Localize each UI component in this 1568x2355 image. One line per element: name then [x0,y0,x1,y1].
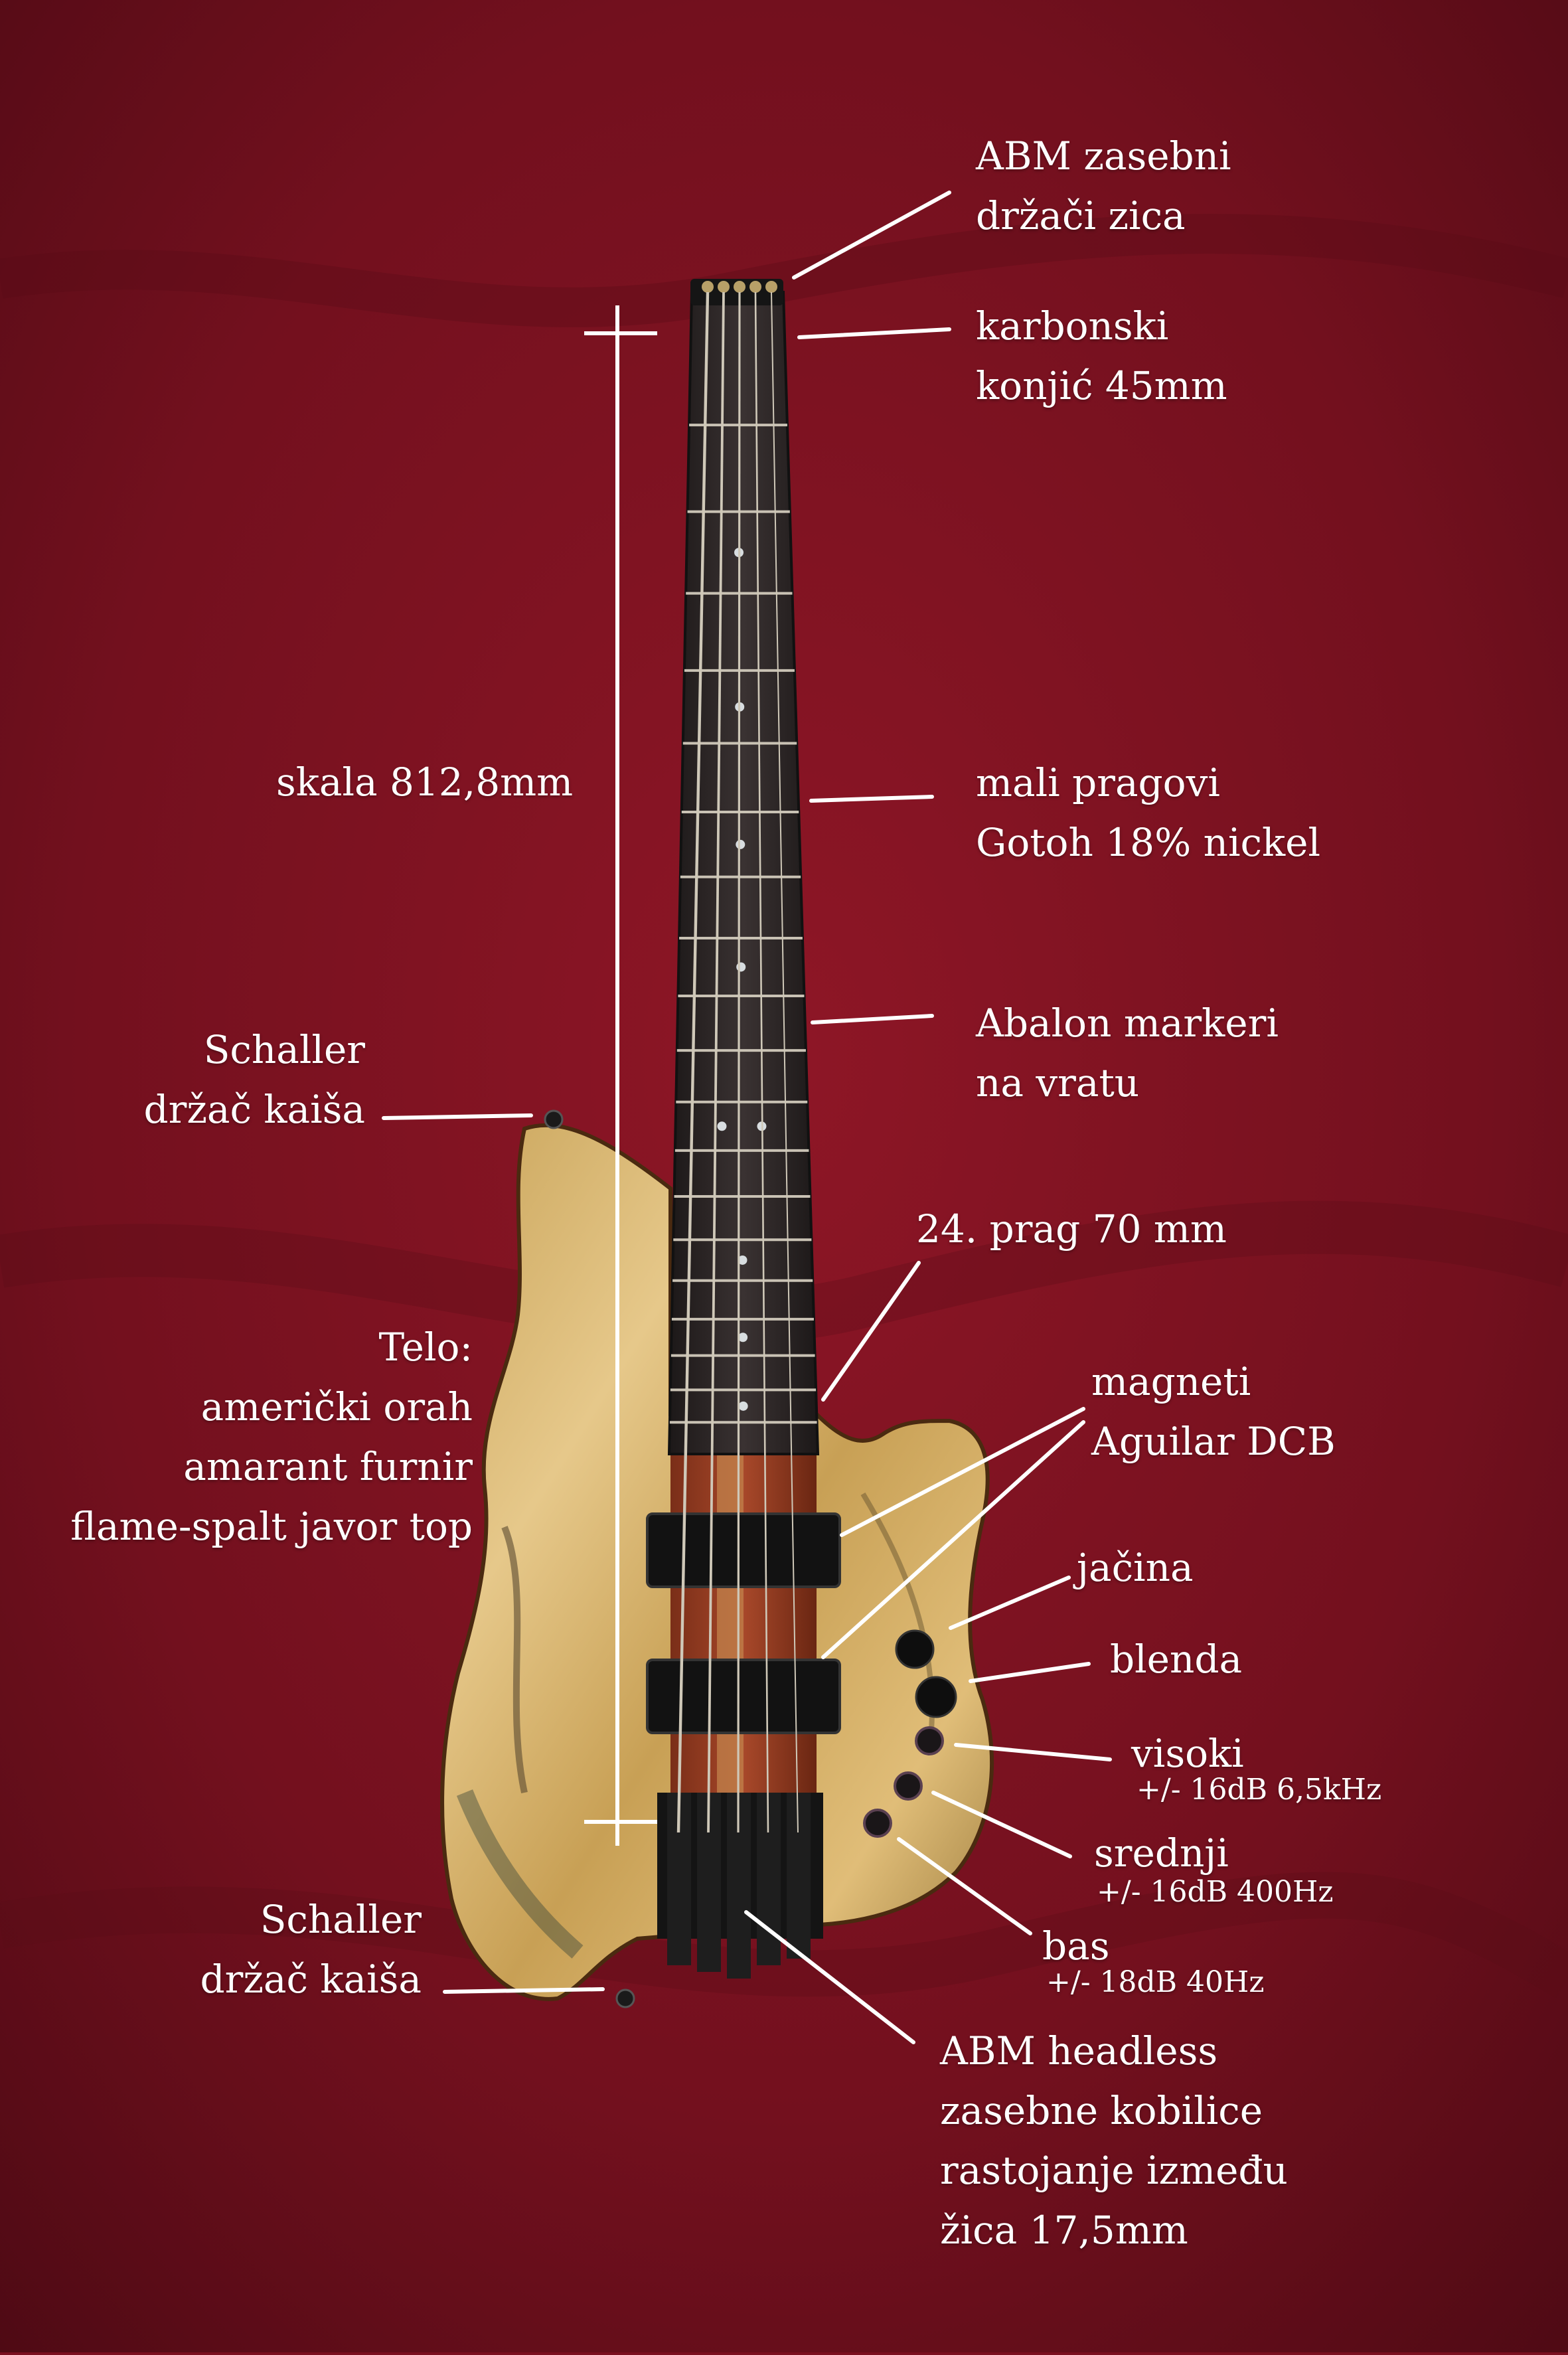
knob-blend [915,1676,957,1718]
leader-fret24 [821,1261,921,1402]
pickup-neck [646,1512,841,1588]
leader-mid [931,1791,1072,1858]
knob-mid [894,1771,923,1801]
label-mid: srednji [1094,1830,1229,1876]
body-spalt-line [456,1789,584,1959]
label-fret24: 24. prag 70 mm [916,1206,1227,1252]
label-strap-top: Schaller držač kaiša [143,1027,365,1132]
leader-bridges [744,1910,915,2044]
fret-marker [738,1333,748,1342]
fret-marker [736,839,745,849]
control-knobs [863,1629,957,1838]
string [771,291,799,1833]
label-markers: Abalon markeri na vratu [976,1001,1279,1105]
label-blend: blenda [1110,1637,1243,1682]
strings [676,291,799,1833]
knob-volume [895,1629,935,1669]
label-nut: karbonski konjić 45mm [976,303,1227,408]
body-spalt-line [501,1526,528,1794]
label-bridges: ABM headless zasebne kobilice rastojanje… [940,2028,1288,2253]
leader-string-holders [792,191,951,280]
knob-bass [863,1809,892,1838]
scale-measure [584,305,657,1846]
fret-marker [736,962,746,972]
leader-bass [897,1837,1032,1935]
label-scale: skala 812,8mm [276,760,574,805]
string [754,291,769,1833]
leader-pickup-neck [840,1407,1085,1537]
leader-treble [954,1743,1112,1761]
leader-volume [949,1576,1071,1630]
leader-blend [969,1662,1091,1683]
fret-marker [738,1255,747,1265]
leader-pickup-bridge [821,1420,1085,1659]
label-treble-spec: +/- 16dB 6,5kHz [1137,1773,1382,1807]
strap-button-bottom [615,1989,635,2008]
label-string-holders: ABM zasebni držači zica [976,133,1231,238]
fabric-fold [0,1200,1568,1344]
knob-treble [915,1726,944,1755]
string [676,291,710,1833]
fret-marker [738,1401,748,1411]
fabric-fold [0,1872,1568,1998]
string [707,291,725,1833]
leader-strap-bottom [443,1987,605,1994]
tuner-pegs [702,281,777,293]
label-frets: mali pragovi Gotoh 18% nickel [976,760,1321,865]
leader-strap-top [382,1113,533,1120]
label-strap-bottom: Schaller držač kaiša [200,1897,422,2002]
label-treble: visoki [1131,1731,1244,1776]
label-mid-spec: +/- 16dB 400Hz [1097,1875,1334,1909]
label-body: Telo: američki orah amarant furnir flame… [70,1325,473,1549]
label-bass-spec: +/- 18dB 40Hz [1046,1965,1265,1999]
leader-lines [382,191,1112,2044]
leader-frets [809,795,934,803]
strap-button-top [544,1109,564,1129]
label-volume: jačina [1077,1545,1194,1590]
label-pickups: magneti Aguilar DCB [1091,1359,1336,1464]
label-bass: bas [1042,1923,1110,1969]
string [737,291,741,1833]
pickup-bridge [646,1659,841,1734]
leader-nut [797,327,951,339]
leader-markers [811,1014,934,1024]
fret-marker [717,1121,727,1131]
